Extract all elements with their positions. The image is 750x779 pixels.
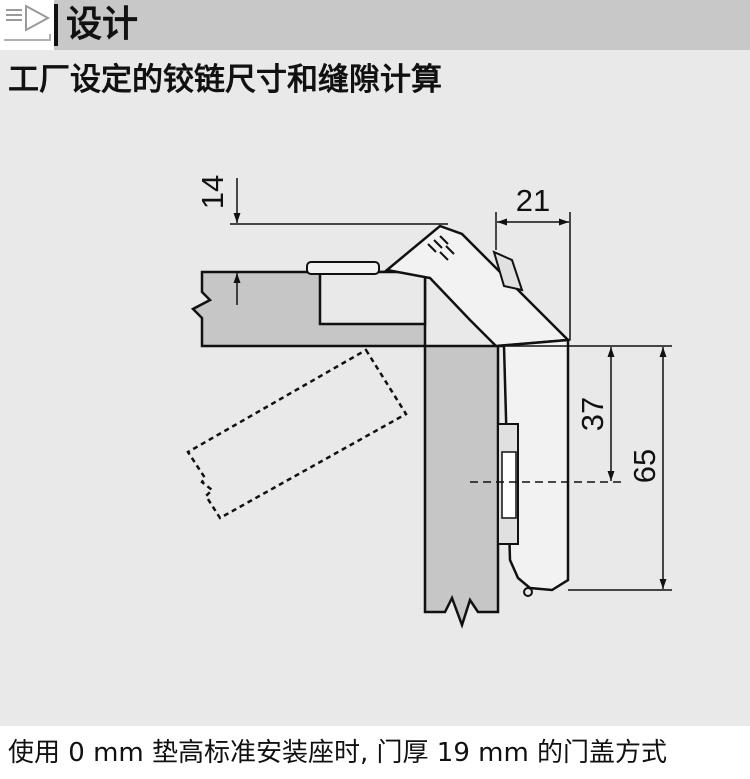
hinge-knuckle [492,250,524,292]
arrow-badge-icon [0,0,54,50]
section-title: 设计 [66,4,139,45]
dimension-37-65 [470,345,672,591]
hinge-arm [384,224,571,348]
caption-bar: 使用 0 mm 垫高标准安装座时, 门厚 19 mm 的门盖方式 [0,726,750,779]
hinge-grip-lines [427,235,455,261]
dimension-37-label: 37 [575,397,610,431]
dimension-14-label: 14 [195,175,230,209]
header-badge [0,0,54,50]
open-door-outline [186,348,408,520]
mounting-plate-cap [306,261,380,275]
mounting-plate [318,270,427,326]
dimension-21-label: 21 [516,183,550,218]
hinge-pin [523,587,533,597]
header-bar: 设计 [0,0,750,50]
header-divider [54,4,58,46]
page-subtitle: 工厂设定的铰链尺寸和缝隙计算 [8,62,442,98]
dimension-21 [495,212,571,340]
diagram-caption: 使用 0 mm 垫高标准安装座时, 门厚 19 mm 的门盖方式 [8,738,668,768]
cabinet-side-panel [423,344,500,629]
dimension-14 [230,178,448,305]
hinge-cup-screw [501,451,517,519]
dimension-65-label: 65 [627,449,662,483]
